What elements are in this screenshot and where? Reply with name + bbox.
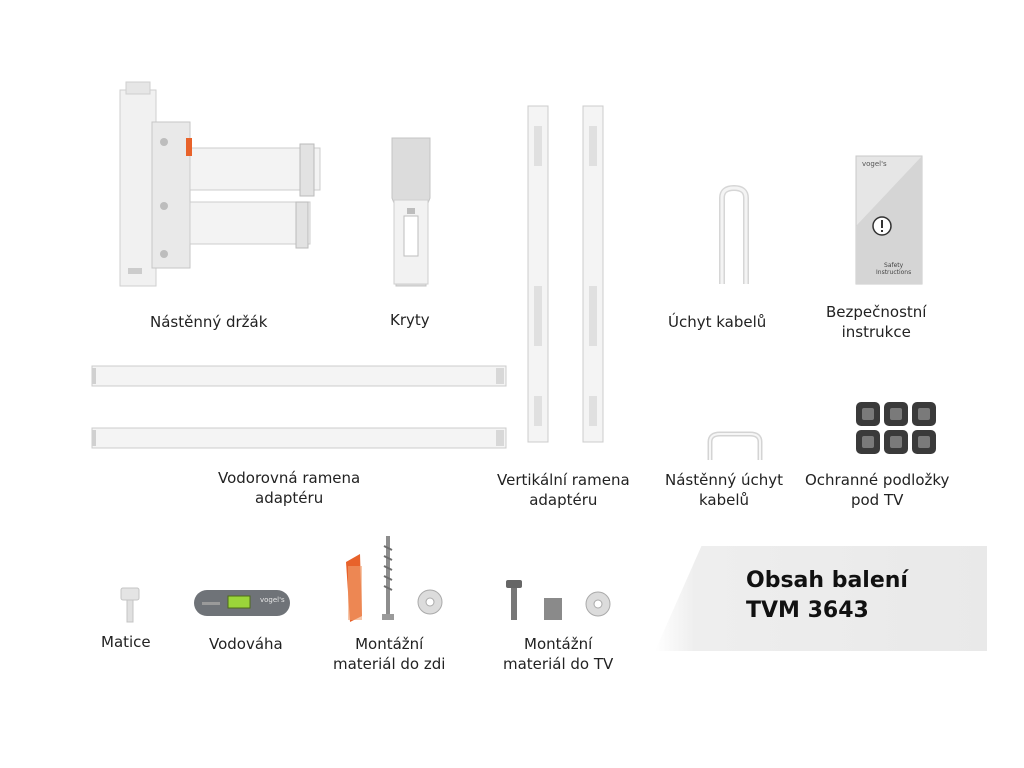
level-brand: vogel's — [260, 596, 285, 604]
nut-label: Matice — [101, 633, 151, 651]
covers-image — [391, 137, 431, 287]
safety-card-image — [855, 155, 923, 285]
wall-cable-clip-label: Nástěnný úchyt kabelů — [665, 471, 784, 509]
wall-bracket-image — [119, 81, 321, 287]
safety-card-brand: vogel's — [862, 160, 887, 168]
summary-banner — [655, 546, 987, 651]
summary-title: Obsah balení TVM 3643 — [746, 566, 908, 626]
safety-label: Bezpečnostní instrukce — [826, 303, 927, 341]
wall-hardware-label: Montážní materiál do zdi — [333, 635, 446, 673]
cable-clip-image — [719, 184, 749, 284]
covers-label: Kryty — [390, 311, 430, 329]
level-image — [194, 590, 290, 616]
horizontal-arms-label: Vodorovná ramena adaptéru — [218, 469, 361, 507]
vertical-arm-right-image — [582, 105, 604, 443]
tv-hardware-image — [506, 580, 611, 620]
summary-line2: TVM 3643 — [746, 598, 869, 623]
nut-image — [120, 587, 140, 623]
summary-line1: Obsah balení — [746, 568, 908, 593]
safety-card-text: Safety Instructions — [876, 262, 912, 276]
pads-label: Ochranné podložky pod TV — [805, 471, 950, 509]
wall-hardware-image — [346, 536, 443, 622]
wall-cable-clip-image — [707, 431, 763, 460]
pads-image — [856, 402, 936, 454]
cable-clip-label: Úchyt kabelů — [668, 313, 767, 331]
horizontal-arms-image — [91, 365, 507, 449]
wall-bracket-label: Nástěnný držák — [150, 313, 268, 331]
level-label: Vodováha — [209, 635, 283, 653]
vertical-arms-label: Vertikální ramena adaptéru — [497, 471, 630, 509]
tv-hardware-label: Montážní materiál do TV — [503, 635, 614, 673]
vertical-arm-left-image — [527, 105, 549, 443]
